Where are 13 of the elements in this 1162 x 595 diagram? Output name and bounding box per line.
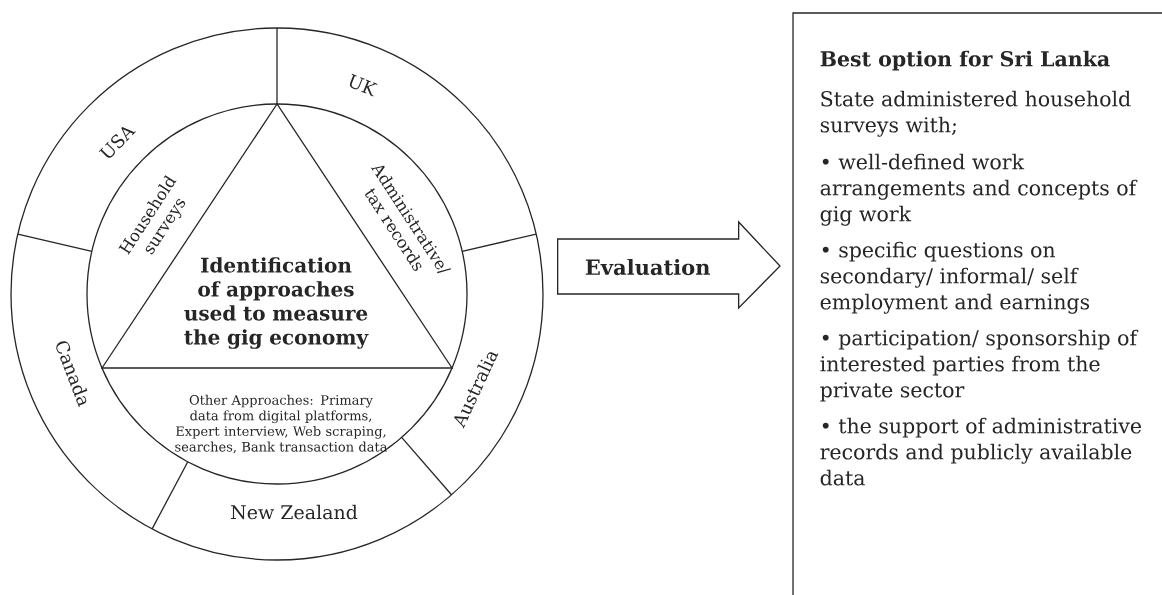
body-text: State administered household surveys with; — [820, 90, 1131, 137]
bullet-item: • well-defined work arrangements and concepts of gig work — [820, 153, 1138, 226]
bullet-item: • participation/ sponsorship of interested parties from the private sector — [820, 329, 1139, 402]
outer-circle — [10, 27, 544, 561]
edge-label: Evaluation — [583, 257, 712, 277]
bullet-item: • specific questions on secondary/ informal/ self employment and earnings — [820, 241, 1090, 314]
segment-label: Other Approaches: Primary data from digital platforms, Expert interview, Web scraping, searches, Bank transaction data — [175, 394, 388, 454]
bullet-item: • the support of administrative records and publicly available data — [820, 417, 1141, 486]
segment-label: New Zealand — [231, 504, 358, 520]
box-heading: Best option for Sri Lanka — [820, 50, 1110, 71]
block-arrow — [557, 220, 781, 310]
text-box — [792, 12, 1162, 595]
segment-label: UK — [349, 73, 378, 97]
